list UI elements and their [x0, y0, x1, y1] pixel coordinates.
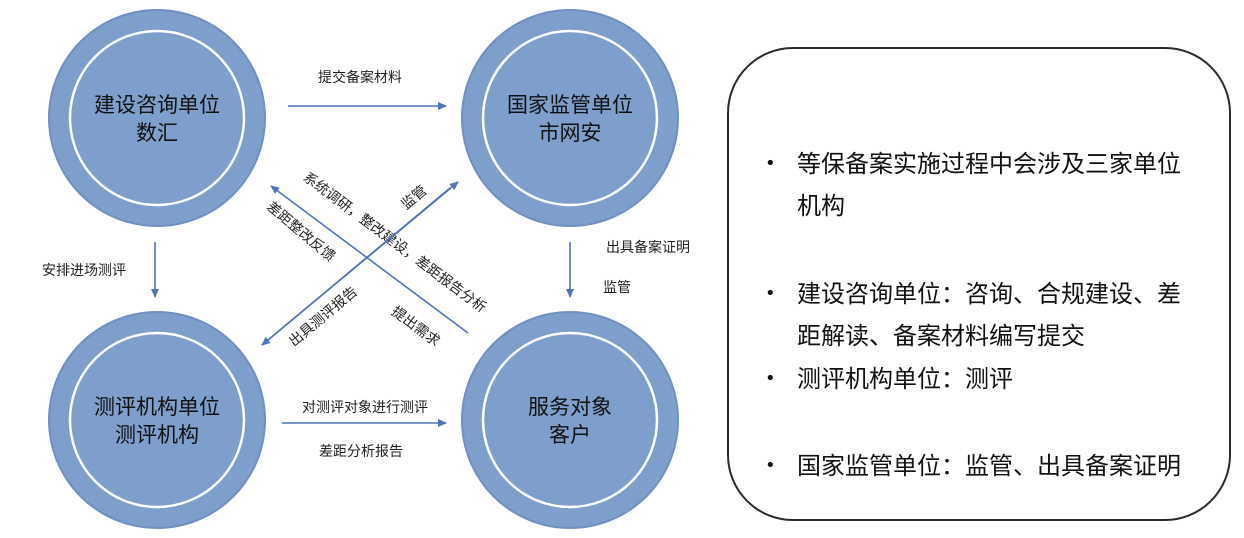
bullet-icon: •	[765, 368, 776, 389]
info-item: • 建设咨询单位：咨询、合规建设、差距解读、备案材料编写提交	[765, 273, 1195, 357]
label-submit-materials: 提交备案材料	[318, 69, 402, 86]
label-raise-demand: 提出需求	[388, 304, 442, 350]
label-assess-target: 对测评对象进行测评	[302, 400, 428, 416]
node-client-line2: 客户	[549, 423, 591, 447]
node-regulator-ring	[481, 29, 659, 207]
node-regulator-line1: 国家监管单位	[507, 93, 633, 117]
info-list: • 等保备案实施过程中会涉及三家单位机构 • 建设咨询单位：咨询、合规建设、差距…	[729, 49, 1229, 519]
label-gap-report: 差距分析报告	[319, 444, 403, 460]
label-supervise-down: 监管	[603, 280, 631, 296]
info-item-text: 建设咨询单位：咨询、合规建设、差距解读、备案材料编写提交	[797, 280, 1181, 350]
node-client-ring	[481, 331, 659, 509]
node-regulator: 国家监管单位 市网安	[461, 9, 679, 227]
info-item: • 国家监管单位：监管、出具备案证明	[765, 445, 1195, 487]
info-item-text: 测评机构单位：测评	[797, 365, 1013, 393]
info-item-text: 国家监管单位：监管、出具备案证明	[797, 452, 1181, 480]
node-builder-circle	[48, 9, 266, 227]
node-assessor-ring	[68, 331, 246, 509]
node-regulator-circle	[461, 9, 679, 227]
arrow-regulator-to-assessor	[261, 187, 451, 346]
node-assessor-circle	[48, 311, 266, 529]
node-assessor-line2: 测评机构	[115, 423, 199, 447]
info-box: • 等保备案实施过程中会涉及三家单位机构 • 建设咨询单位：咨询、合规建设、差距…	[727, 47, 1231, 521]
info-item-text: 等保备案实施过程中会涉及三家单位机构	[797, 150, 1181, 220]
node-client: 服务对象 客户	[461, 311, 679, 529]
node-assessor: 测评机构单位 测评机构	[48, 311, 266, 529]
node-builder: 建设咨询单位 数汇	[48, 9, 266, 227]
bullet-icon: •	[765, 153, 776, 174]
node-builder-ring	[68, 29, 246, 207]
label-issue-certificate: 出具备案证明	[606, 239, 690, 256]
node-assessor-line1: 测评机构单位	[94, 395, 220, 419]
info-item: • 测评机构单位：测评	[765, 358, 1195, 400]
node-regulator-line2: 市网安	[539, 121, 602, 145]
node-client-circle	[461, 311, 679, 529]
node-builder-line1: 建设咨询单位	[94, 93, 220, 117]
arrow-client-to-builder	[270, 185, 469, 334]
label-arrange-assessment: 安排进场测评	[42, 263, 126, 279]
node-builder-line2: 数汇	[136, 121, 178, 145]
bullet-icon: •	[765, 455, 776, 476]
info-item: • 等保备案实施过程中会涉及三家单位机构	[765, 143, 1195, 227]
label-system-research: 系统调研，整改建设，差距报告分析	[300, 169, 489, 316]
bullet-icon: •	[765, 283, 776, 304]
node-client-line1: 服务对象	[528, 395, 612, 419]
